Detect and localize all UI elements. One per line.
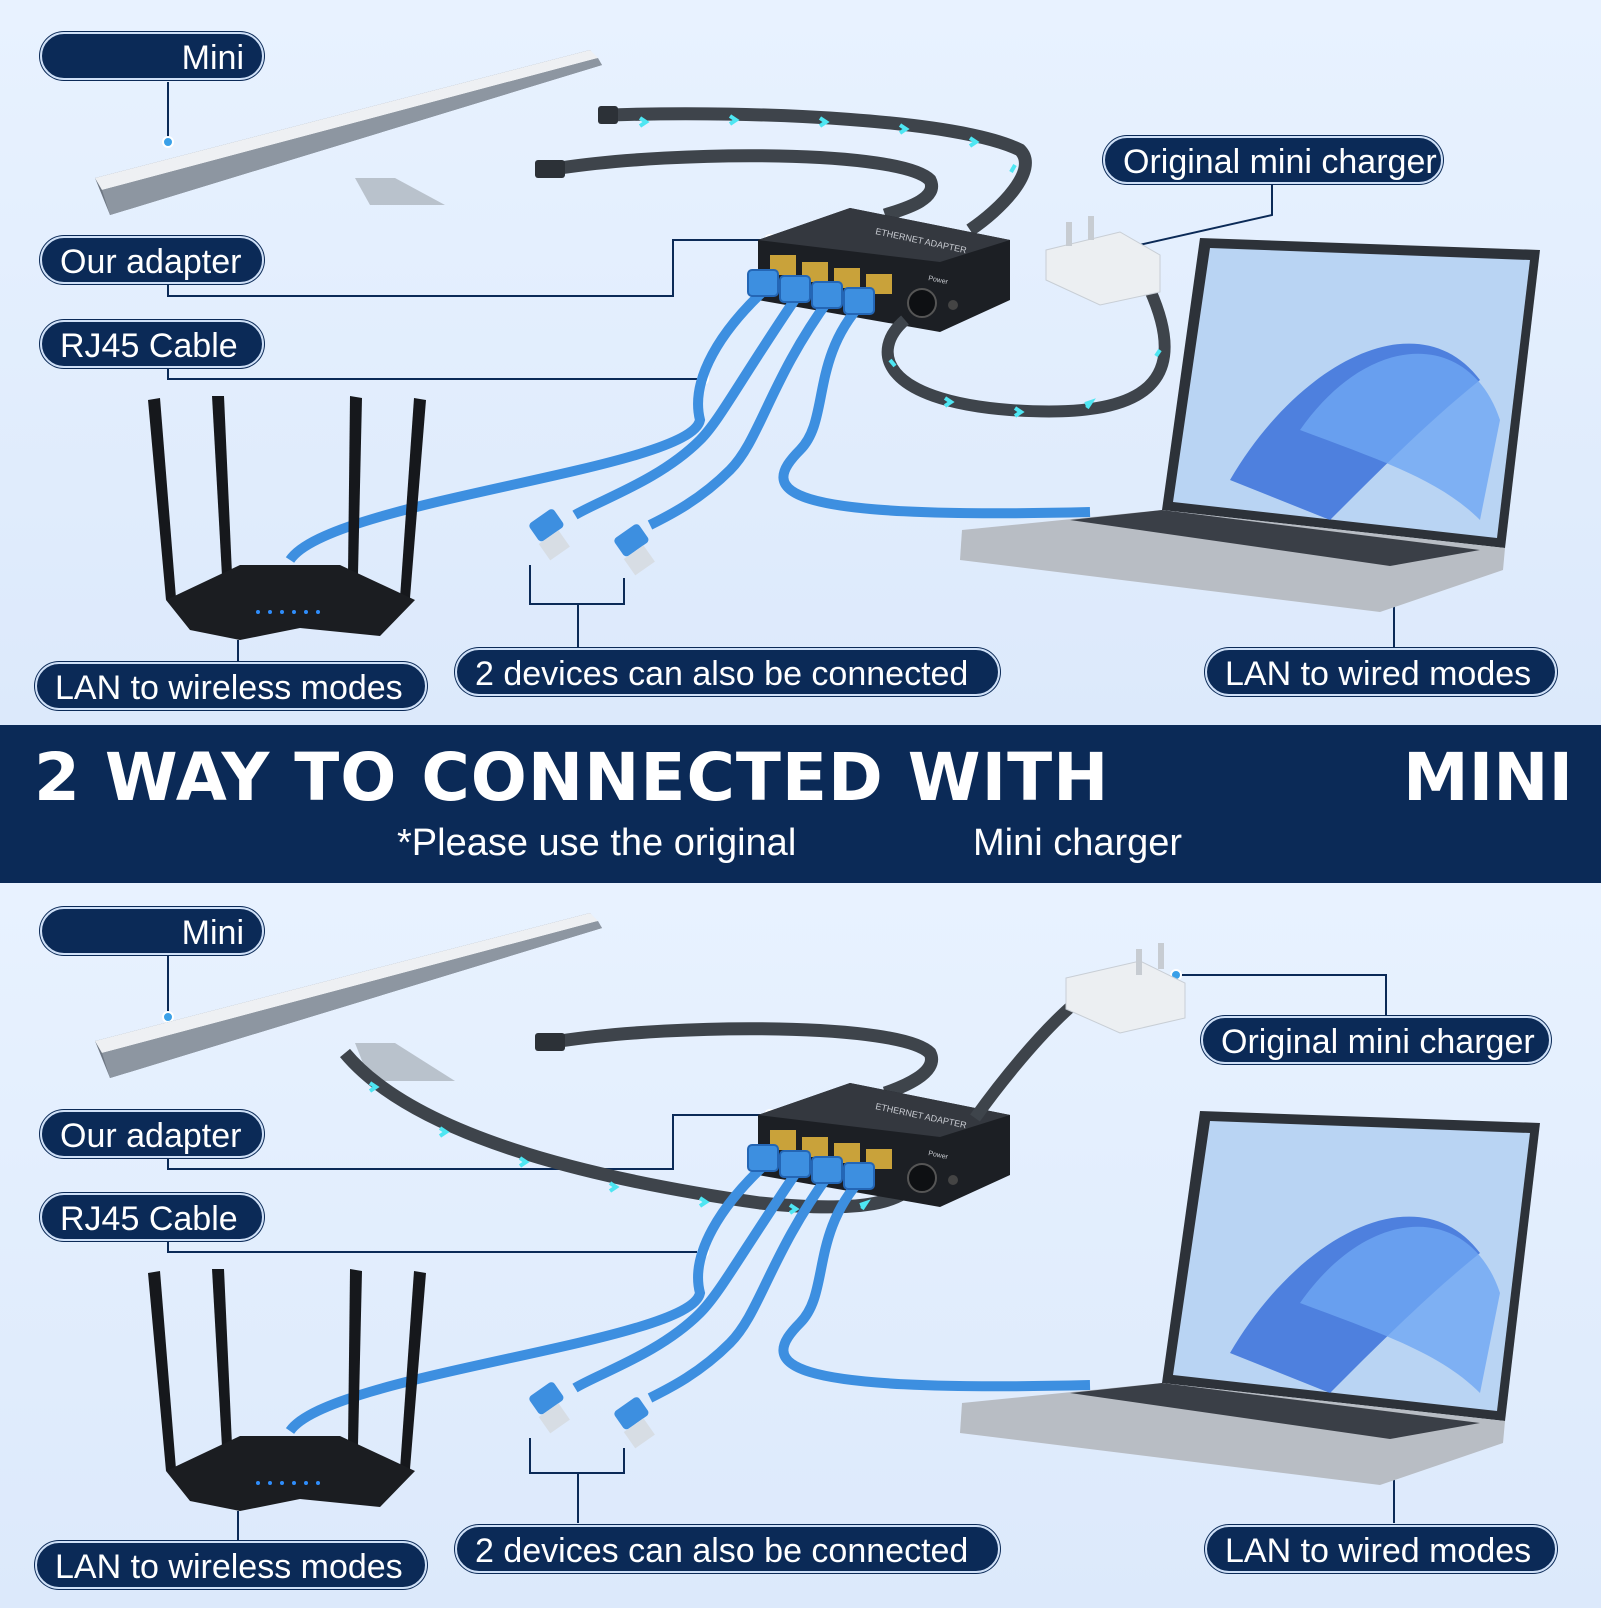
banner-note-left: *Please use the original: [397, 822, 797, 864]
charger-icon: [1065, 943, 1186, 1034]
label-mini: Mini: [40, 907, 264, 955]
banner-title-product: MINI: [1402, 739, 1573, 816]
banner: 2 WAY TO CONNECTED WITH MINI *Please use…: [0, 725, 1601, 883]
svg-text:Power: Power: [928, 275, 950, 286]
bottom-connection-illustration: ETHERNET ADAPTER Power: [95, 913, 1540, 1544]
banner-title: 2 WAY TO CONNECTED WITH: [34, 739, 1110, 816]
label-mini: Mini: [40, 32, 264, 80]
label-original-charger: Original mini charger: [1103, 136, 1443, 184]
label-lan-wireless: LAN to wireless modes: [35, 1541, 427, 1589]
label-original-charger: Original mini charger: [1201, 1016, 1551, 1064]
label-rj45-cable: RJ45 Cable: [40, 1193, 264, 1241]
label-our-adapter: Our adapter: [40, 1110, 264, 1158]
top-panel: ETHERNET ADAPTER Power: [0, 0, 1601, 725]
svg-text:Power: Power: [928, 1150, 950, 1161]
label-lan-wired: LAN to wired modes: [1205, 1525, 1557, 1573]
banner-note-right: Mini charger: [973, 822, 1183, 864]
satellite-dish-icon: [95, 50, 602, 215]
laptop-icon: [960, 238, 1540, 612]
label-lan-wired: LAN to wired modes: [1205, 648, 1557, 696]
router-icon: [148, 396, 426, 640]
bottom-panel: ETHERNET ADAPTER Power: [0, 883, 1601, 1608]
label-rj45-cable: RJ45 Cable: [40, 320, 264, 368]
label-two-devices: 2 devices can also be connected: [455, 1525, 1000, 1573]
laptop-icon: [960, 1111, 1540, 1485]
label-our-adapter: Our adapter: [40, 236, 264, 284]
charger-icon: [1045, 216, 1161, 306]
label-lan-wireless: LAN to wireless modes: [35, 662, 427, 710]
ethernet-adapter-icon: ETHERNET ADAPTER Power: [758, 1083, 1010, 1207]
satellite-dish-icon: [95, 913, 602, 1081]
label-two-devices: 2 devices can also be connected: [455, 648, 1000, 696]
top-connection-illustration: ETHERNET ADAPTER Power: [95, 50, 1540, 676]
router-icon: [148, 1269, 426, 1511]
